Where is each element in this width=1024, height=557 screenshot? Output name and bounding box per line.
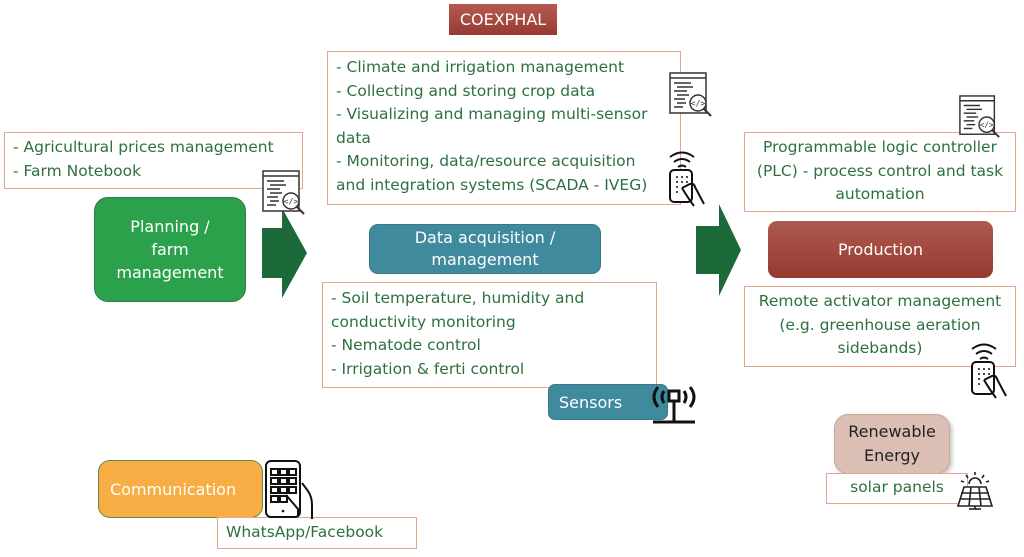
sensors-box: Sensors — [548, 384, 668, 420]
antenna-sensor-icon — [652, 386, 696, 424]
note-line: - Visualizing and managing multi-sensor — [336, 105, 648, 123]
whatsapp-facebook-note: WhatsApp/Facebook — [217, 517, 417, 549]
code-search-icon: </> — [669, 72, 712, 117]
svg-text:</>: </> — [284, 197, 299, 206]
renewable-label-line: Renewable — [848, 422, 936, 441]
solar-panels-note: solar panels — [826, 473, 968, 504]
renewable-energy-box: Renewable Energy — [834, 414, 950, 474]
note-line: - Climate and irrigation management — [336, 58, 625, 76]
note-line: - Nematode control — [331, 336, 481, 354]
note-line: - Irrigation & ferti control — [331, 359, 525, 378]
code-search-icon: </> — [959, 95, 1000, 138]
note-line: - Farm Notebook — [13, 161, 142, 180]
note-line: and integration systems (SCADA - IVEG) — [336, 175, 648, 194]
data-acquisition-box: Data acquisition / management — [369, 224, 601, 274]
remote-control-icon — [971, 343, 1007, 399]
note-line: data — [336, 128, 371, 147]
remote-control-icon — [669, 151, 705, 207]
note-line: - Soil temperature, humidity and — [331, 289, 585, 307]
communication-box: Communication — [98, 460, 263, 518]
production-label: Production — [837, 240, 924, 259]
planning-label-line: Planning / — [130, 217, 210, 236]
smartphone-apps-icon — [265, 460, 313, 519]
plc-notes: Programmable logic controller (PLC) - pr… — [744, 132, 1016, 212]
solar-panel-icon — [956, 472, 994, 510]
arrow-right-icon — [696, 204, 741, 296]
data-acq-label-line: management — [431, 250, 539, 269]
sensors-label: Sensors — [559, 392, 623, 412]
note-line: Programmable logic controller — [763, 138, 997, 156]
note-line: automation — [835, 185, 925, 203]
note-line: WhatsApp/Facebook — [226, 523, 384, 541]
note-line: (e.g. greenhouse aeration — [779, 315, 981, 334]
title-text: COEXPHAL — [459, 10, 547, 29]
renewable-label-line: Energy — [863, 446, 920, 465]
note-line: Remote activator management — [758, 292, 1002, 310]
data-acq-label-line: Data acquisition / — [414, 228, 556, 247]
arrow-right-icon — [262, 208, 307, 298]
data-acquisition-notes: - Climate and irrigation management - Co… — [327, 51, 681, 205]
communication-label: Communication — [110, 479, 237, 499]
production-box: Production — [768, 221, 993, 278]
planning-notes: - Agricultural prices management - Farm … — [4, 132, 303, 189]
planning-label-line: farm — [151, 240, 189, 259]
sensors-notes: - Soil temperature, humidity and conduct… — [322, 282, 657, 388]
note-line: (PLC) - process control and task — [756, 161, 1004, 180]
note-line: sidebands) — [837, 339, 923, 357]
note-line: - Monitoring, data/resource acquisition — [336, 152, 636, 170]
note-line: conductivity monitoring — [331, 312, 516, 331]
planning-farm-management-box: Planning / farm management — [94, 197, 246, 302]
remote-activator-notes: Remote activator management (e.g. greenh… — [744, 286, 1016, 367]
code-search-icon: </> — [262, 170, 305, 215]
planning-label-line: management — [116, 263, 224, 282]
note-line: - Collecting and storing crop data — [336, 81, 596, 100]
svg-text:</>: </> — [691, 99, 706, 108]
svg-text:</>: </> — [980, 121, 994, 130]
coexphal-title: COEXPHAL — [449, 4, 557, 35]
note-line: - Agricultural prices management — [13, 138, 274, 156]
note-line: solar panels — [850, 478, 944, 496]
